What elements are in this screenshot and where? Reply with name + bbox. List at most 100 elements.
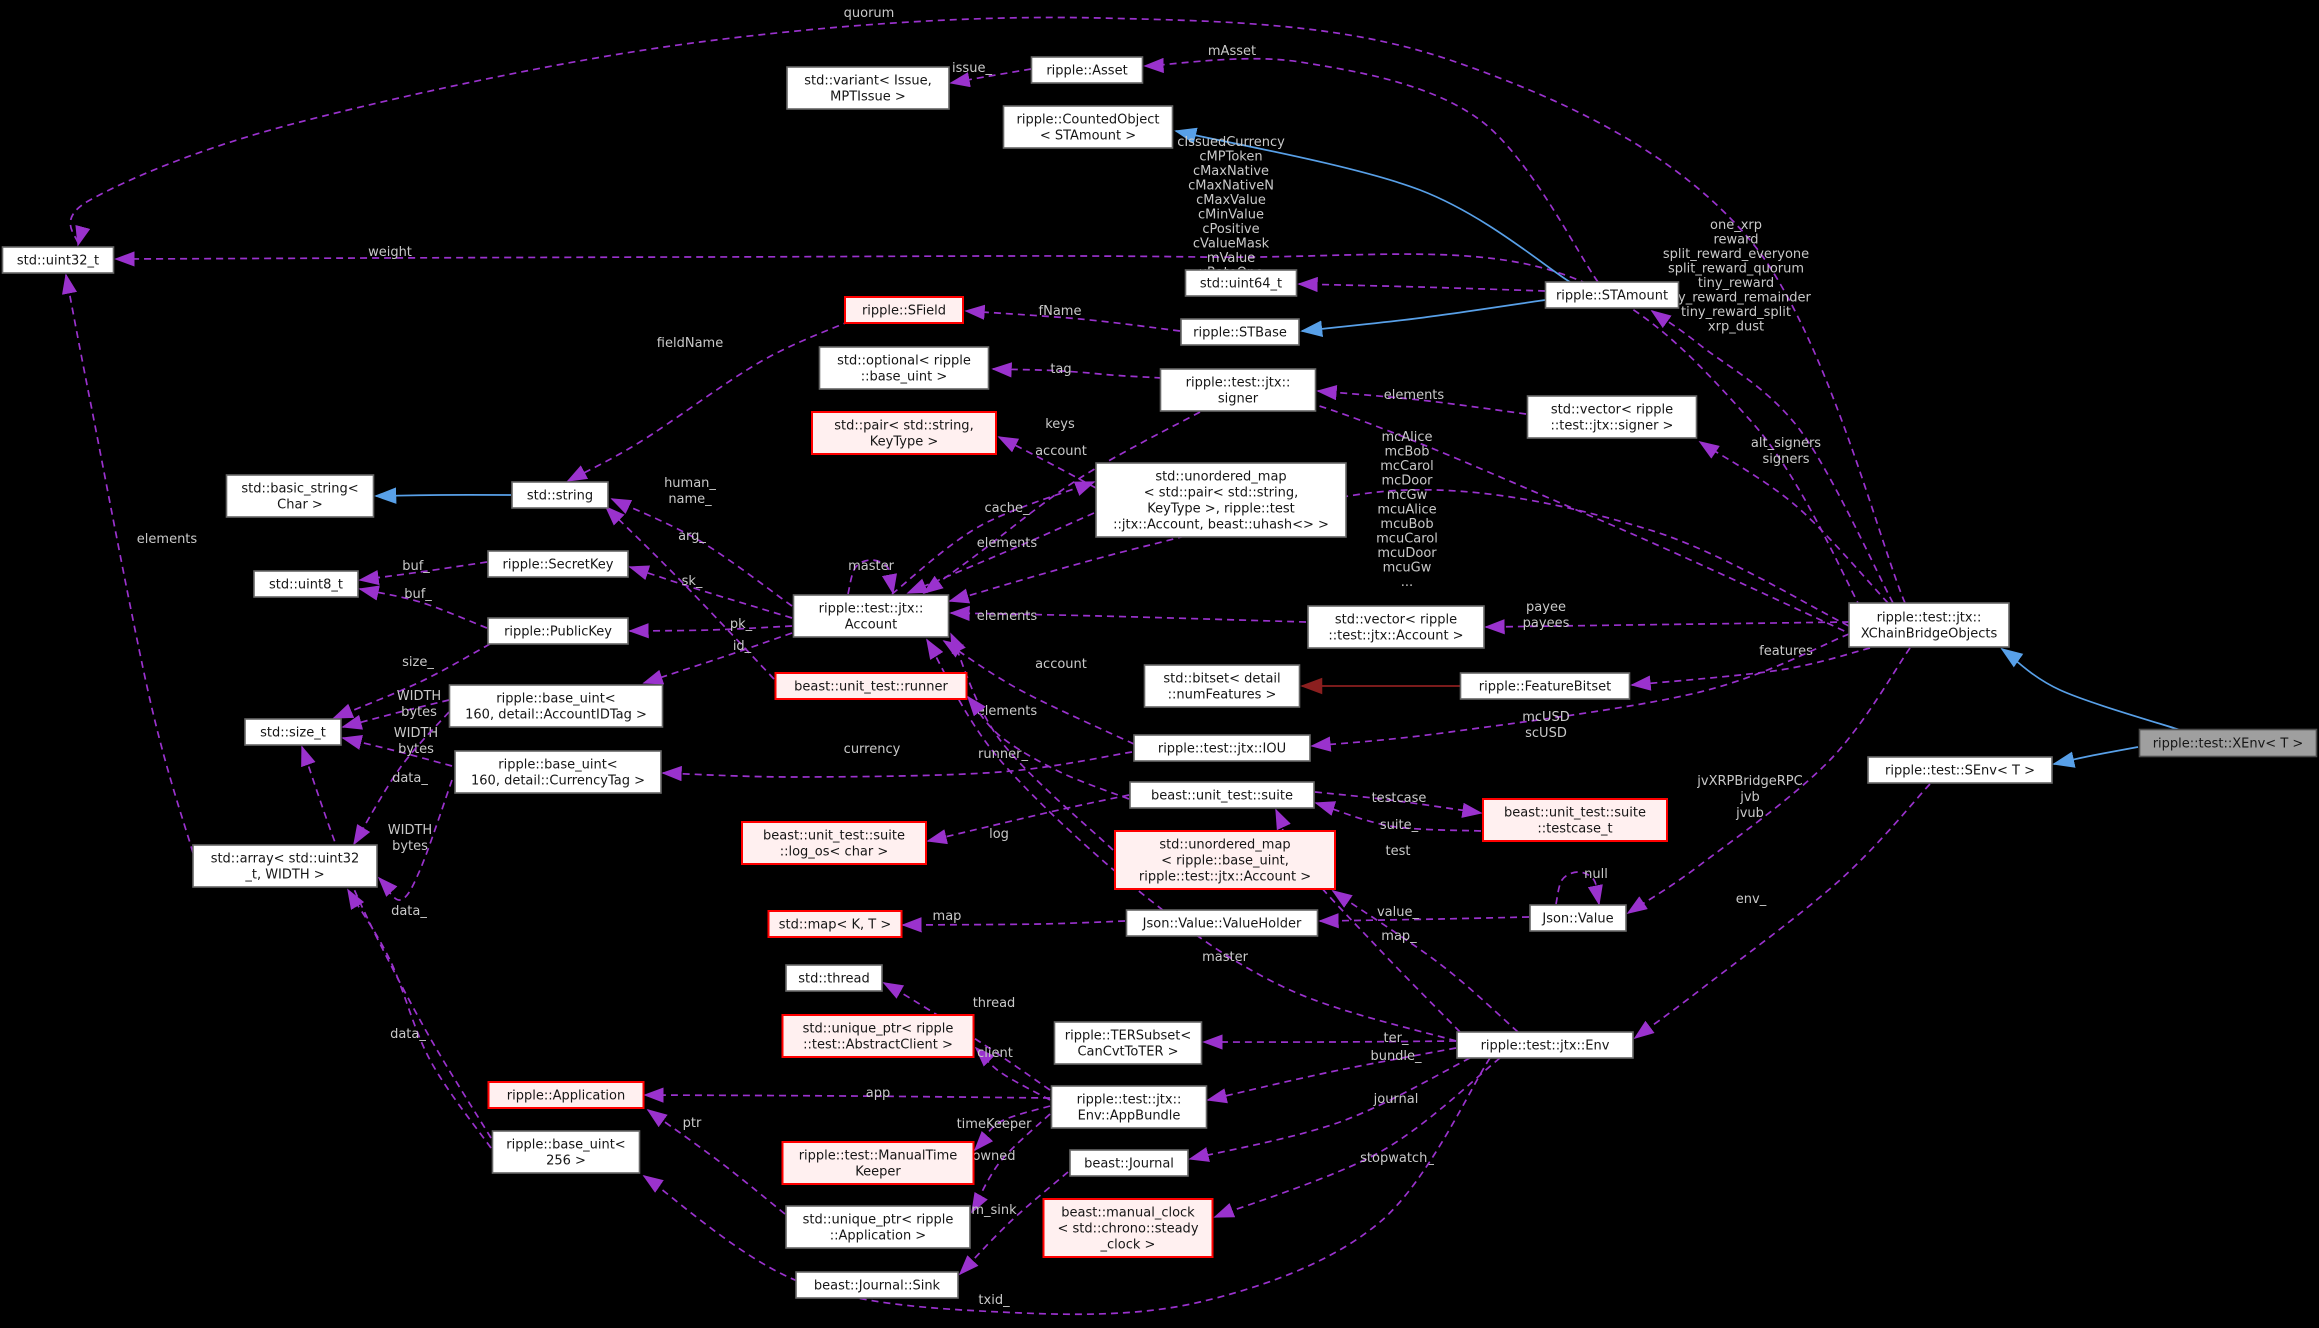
- node-box-base-uint-currency[interactable]: [454, 750, 662, 794]
- node-box-base-uint-accountid[interactable]: [448, 684, 664, 728]
- node-box-unordered-map-keytype[interactable]: [1095, 462, 1347, 538]
- node-box-basic-string[interactable]: [225, 474, 375, 518]
- node-xchainbridgeobjects[interactable]: ripple::test::jtx::XChainBridgeObjects: [1848, 602, 2010, 648]
- node-optional-base-uint[interactable]: std::optional< ripple::base_uint >: [818, 346, 990, 390]
- node-box-env[interactable]: [1456, 1031, 1634, 1059]
- node-box-testcase-t[interactable]: [1482, 798, 1668, 842]
- node-box-asset[interactable]: [1030, 56, 1144, 84]
- node-box-pair-string-keytype[interactable]: [811, 411, 997, 455]
- node-senv[interactable]: ripple::test::SEnv< T >: [1867, 756, 2053, 784]
- node-thread[interactable]: std::thread: [785, 964, 883, 992]
- node-box-runner[interactable]: [774, 672, 968, 700]
- node-box-stbase[interactable]: [1180, 318, 1300, 346]
- node-size-t[interactable]: std::size_t: [244, 718, 342, 746]
- node-vector-account[interactable]: std::vector< ripple::test::jtx::Account …: [1307, 605, 1485, 649]
- node-appbundle[interactable]: ripple::test::jtx::Env::AppBundle: [1050, 1085, 1208, 1129]
- node-box-vector-account[interactable]: [1307, 605, 1485, 649]
- node-vector-signer[interactable]: std::vector< ripple::test::jtx::signer >: [1526, 395, 1698, 439]
- node-box-array-uint32[interactable]: [192, 844, 378, 888]
- node-xenv[interactable]: ripple::test::XEnv< T >: [2138, 728, 2318, 758]
- node-box-sfield[interactable]: [844, 296, 964, 324]
- node-log-os[interactable]: beast::unit_test::suite::log_os< char >: [741, 821, 927, 865]
- node-box-countedobject[interactable]: [1002, 105, 1174, 149]
- node-box-optional-base-uint[interactable]: [818, 346, 990, 390]
- node-box-unordered-map-baseuint[interactable]: [1114, 830, 1336, 890]
- node-box-thread[interactable]: [785, 964, 883, 992]
- node-string[interactable]: std::string: [511, 481, 609, 509]
- node-box-journal-sink[interactable]: [795, 1271, 959, 1299]
- node-box-account[interactable]: [792, 594, 950, 638]
- node-secretkey[interactable]: ripple::SecretKey: [487, 550, 629, 578]
- node-env[interactable]: ripple::test::jtx::Env: [1456, 1031, 1634, 1059]
- node-publickey[interactable]: ripple::PublicKey: [487, 617, 629, 645]
- node-box-vector-signer[interactable]: [1526, 395, 1698, 439]
- node-box-xchainbridgeobjects[interactable]: [1848, 602, 2010, 648]
- node-stamount[interactable]: ripple::STAmount: [1544, 281, 1680, 309]
- node-base-uint-accountid[interactable]: ripple::base_uint<160, detail::AccountID…: [448, 684, 664, 728]
- node-bitset-numfeatures[interactable]: std::bitset< detail::numFeatures >: [1143, 664, 1301, 708]
- node-stbase[interactable]: ripple::STBase: [1180, 318, 1300, 346]
- node-box-featurebitset[interactable]: [1459, 672, 1631, 700]
- node-featurebitset[interactable]: ripple::FeatureBitset: [1459, 672, 1631, 700]
- node-box-manualtimekeeper[interactable]: [781, 1141, 975, 1185]
- node-json-value[interactable]: Json::Value: [1529, 904, 1627, 932]
- node-asset[interactable]: ripple::Asset: [1030, 56, 1144, 84]
- node-valueholder[interactable]: Json::Value::ValueHolder: [1125, 909, 1319, 937]
- node-unique-ptr-abstractclient[interactable]: std::unique_ptr< ripple::test::AbstractC…: [781, 1014, 975, 1058]
- node-sfield[interactable]: ripple::SField: [844, 296, 964, 324]
- node-tersubset[interactable]: ripple::TERSubset<CanCvtToTER >: [1053, 1021, 1203, 1065]
- node-box-signer[interactable]: [1159, 368, 1317, 412]
- node-box-publickey[interactable]: [487, 617, 629, 645]
- node-array-uint32[interactable]: std::array< std::uint32_t, WIDTH >: [192, 844, 378, 888]
- node-testcase-t[interactable]: beast::unit_test::suite::testcase_t: [1482, 798, 1668, 842]
- node-manual-clock[interactable]: beast::manual_clock< std::chrono::steady…: [1042, 1198, 1214, 1258]
- node-box-iou[interactable]: [1133, 734, 1311, 762]
- node-box-base-uint-256[interactable]: [491, 1130, 641, 1174]
- node-box-size-t[interactable]: [244, 718, 342, 746]
- node-basic-string[interactable]: std::basic_string<Char >: [225, 474, 375, 518]
- node-box-uint64[interactable]: [1184, 269, 1298, 297]
- node-box-map-kt[interactable]: [767, 910, 903, 938]
- node-unique-ptr-application[interactable]: std::unique_ptr< ripple::Application >: [785, 1205, 971, 1249]
- node-box-variant-issue[interactable]: [786, 66, 950, 110]
- node-unit-test-suite[interactable]: beast::unit_test::suite: [1129, 781, 1315, 809]
- node-uint8[interactable]: std::uint8_t: [253, 570, 359, 598]
- node-box-unit-test-suite[interactable]: [1129, 781, 1315, 809]
- node-box-beast-journal[interactable]: [1069, 1149, 1189, 1177]
- node-uint32[interactable]: std::uint32_t: [1, 246, 115, 274]
- node-map-kt[interactable]: std::map< K, T >: [767, 910, 903, 938]
- node-box-secretkey[interactable]: [487, 550, 629, 578]
- node-box-bitset-numfeatures[interactable]: [1143, 664, 1301, 708]
- node-beast-journal[interactable]: beast::Journal: [1069, 1149, 1189, 1177]
- node-runner[interactable]: beast::unit_test::runner: [774, 672, 968, 700]
- node-box-unique-ptr-application[interactable]: [785, 1205, 971, 1249]
- node-box-xenv[interactable]: [2138, 728, 2318, 758]
- node-unordered-map-keytype[interactable]: std::unordered_map< std::pair< std::stri…: [1095, 462, 1347, 538]
- node-box-uint32[interactable]: [1, 246, 115, 274]
- node-uint64[interactable]: std::uint64_t: [1184, 269, 1298, 297]
- node-box-uint8[interactable]: [253, 570, 359, 598]
- node-base-uint-256[interactable]: ripple::base_uint<256 >: [491, 1130, 641, 1174]
- node-box-log-os[interactable]: [741, 821, 927, 865]
- node-box-string[interactable]: [511, 481, 609, 509]
- node-box-valueholder[interactable]: [1125, 909, 1319, 937]
- node-countedobject[interactable]: ripple::CountedObject< STAmount >: [1002, 105, 1174, 149]
- node-box-stamount[interactable]: [1544, 281, 1680, 309]
- node-box-json-value[interactable]: [1529, 904, 1627, 932]
- node-pair-string-keytype[interactable]: std::pair< std::string,KeyType >: [811, 411, 997, 455]
- node-variant-issue[interactable]: std::variant< Issue,MPTIssue >: [786, 66, 950, 110]
- node-box-senv[interactable]: [1867, 756, 2053, 784]
- node-base-uint-currency[interactable]: ripple::base_uint<160, detail::CurrencyT…: [454, 750, 662, 794]
- node-box-unique-ptr-abstractclient[interactable]: [781, 1014, 975, 1058]
- node-signer[interactable]: ripple::test::jtx::signer: [1159, 368, 1317, 412]
- node-box-tersubset[interactable]: [1053, 1021, 1203, 1065]
- node-application[interactable]: ripple::Application: [487, 1081, 645, 1109]
- node-unordered-map-baseuint[interactable]: std::unordered_map< ripple::base_uint,ri…: [1114, 830, 1336, 890]
- node-box-manual-clock[interactable]: [1042, 1198, 1214, 1258]
- node-iou[interactable]: ripple::test::jtx::IOU: [1133, 734, 1311, 762]
- node-journal-sink[interactable]: beast::Journal::Sink: [795, 1271, 959, 1299]
- node-box-appbundle[interactable]: [1050, 1085, 1208, 1129]
- node-box-application[interactable]: [487, 1081, 645, 1109]
- node-account[interactable]: ripple::test::jtx::Account: [792, 594, 950, 638]
